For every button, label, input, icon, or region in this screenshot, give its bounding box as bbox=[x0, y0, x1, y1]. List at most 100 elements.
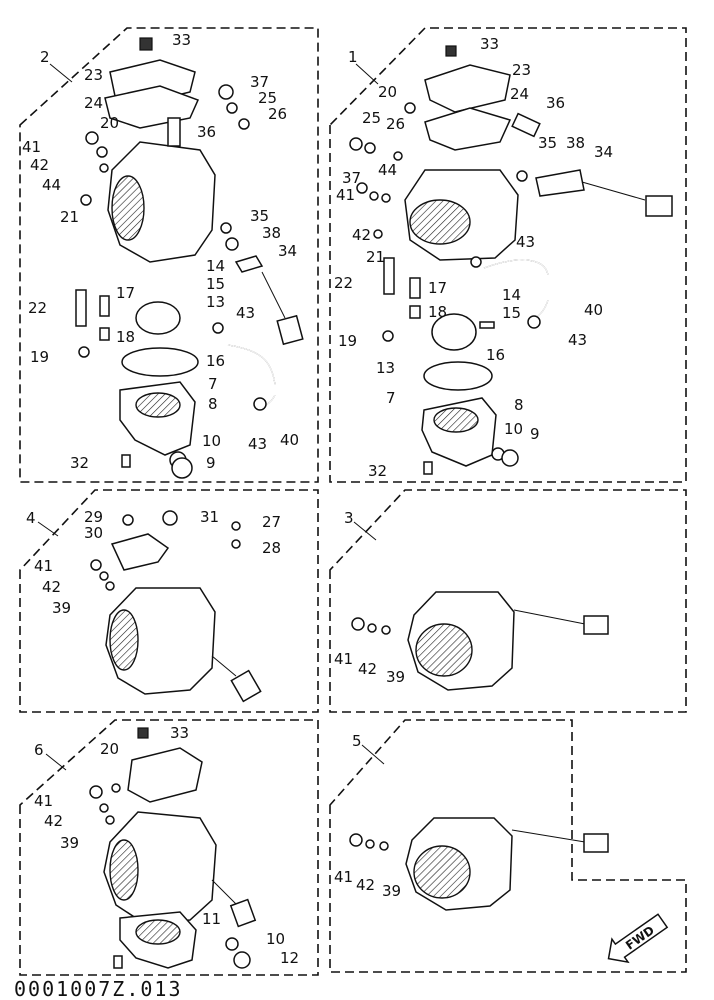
nut bbox=[382, 330, 394, 342]
label: 36 bbox=[197, 123, 216, 141]
jet bbox=[75, 289, 87, 327]
panel-6-border bbox=[19, 719, 319, 976]
panel-4-id: 4 bbox=[26, 509, 36, 527]
fitting bbox=[404, 102, 416, 114]
bracket bbox=[110, 533, 170, 571]
label: 23 bbox=[84, 66, 103, 84]
panel-1: 1 33 23 20 bbox=[329, 27, 687, 483]
label: 9 bbox=[530, 425, 540, 443]
fitting bbox=[226, 102, 238, 114]
label: 33 bbox=[172, 31, 191, 49]
label: 8 bbox=[514, 396, 524, 414]
jet bbox=[99, 327, 110, 341]
sensor-wire bbox=[211, 879, 237, 905]
label: 33 bbox=[480, 35, 499, 53]
label: 33 bbox=[170, 724, 189, 742]
fwd-arrow-shape bbox=[607, 913, 669, 964]
sensor-wire bbox=[511, 829, 586, 843]
screw bbox=[445, 45, 457, 57]
label: 22 bbox=[334, 274, 353, 292]
label: 16 bbox=[206, 352, 225, 370]
screw-36 bbox=[167, 117, 181, 147]
fwd-arrow: FWD bbox=[607, 913, 669, 964]
float bbox=[431, 313, 477, 351]
panel-1-id: 1 bbox=[348, 48, 358, 66]
label: 7 bbox=[208, 375, 218, 393]
label: 37 bbox=[342, 169, 361, 187]
float-bowl-inner bbox=[433, 407, 479, 433]
label: 42 bbox=[42, 578, 61, 596]
label: 26 bbox=[268, 105, 287, 123]
label: 41 bbox=[34, 792, 53, 810]
label: 40 bbox=[280, 431, 299, 449]
washer bbox=[99, 803, 109, 813]
label: 22 bbox=[28, 299, 47, 317]
label: 39 bbox=[60, 834, 79, 852]
carburetor-bore bbox=[111, 175, 145, 241]
sensor-wire bbox=[211, 655, 237, 677]
fitting bbox=[351, 617, 365, 631]
carburetor-body bbox=[105, 587, 216, 695]
label: 36 bbox=[546, 94, 565, 112]
connector bbox=[276, 314, 304, 346]
label: 23 bbox=[512, 61, 531, 79]
bolt bbox=[423, 461, 433, 475]
label: 10 bbox=[266, 930, 285, 948]
fitting bbox=[162, 510, 178, 526]
washer bbox=[369, 191, 379, 201]
screw bbox=[111, 783, 121, 793]
label: 41 bbox=[34, 557, 53, 575]
label: 43 bbox=[248, 435, 267, 453]
plug bbox=[501, 449, 519, 467]
float bbox=[135, 301, 181, 335]
connector bbox=[229, 898, 257, 928]
diagram-code: 0001007Z.013 bbox=[14, 977, 183, 1000]
label: 19 bbox=[338, 332, 357, 350]
label: 44 bbox=[42, 176, 61, 194]
screw bbox=[231, 521, 241, 531]
label: 7 bbox=[386, 389, 396, 407]
label: 39 bbox=[386, 668, 405, 686]
label: 43 bbox=[568, 331, 587, 349]
washer bbox=[99, 571, 109, 581]
plug bbox=[171, 457, 193, 479]
carburetor-bore bbox=[109, 839, 139, 901]
label: 44 bbox=[378, 161, 397, 179]
panel-4: 4 29 31 27 30 28 41 42 39 bbox=[19, 489, 319, 713]
washer bbox=[225, 937, 239, 951]
bolt bbox=[113, 955, 123, 969]
panel-5: 5 41 42 39 FWD bbox=[329, 719, 687, 973]
fuel-hose bbox=[227, 344, 276, 408]
sensor-wire bbox=[581, 181, 646, 201]
pin bbox=[479, 321, 495, 329]
label: 15 bbox=[502, 304, 521, 322]
fitting bbox=[349, 833, 363, 847]
label: 13 bbox=[376, 359, 395, 377]
label: 10 bbox=[202, 432, 221, 450]
label: 41 bbox=[22, 138, 41, 156]
washer bbox=[381, 625, 391, 635]
carburetor-bore bbox=[413, 845, 471, 899]
screw bbox=[139, 37, 153, 51]
jet bbox=[383, 257, 395, 295]
float-bowl-inner bbox=[135, 392, 181, 418]
o-ring bbox=[121, 347, 199, 377]
washer bbox=[379, 841, 389, 851]
fuel-hose-inner bbox=[483, 259, 549, 319]
label: 28 bbox=[262, 539, 281, 557]
label: 42 bbox=[352, 226, 371, 244]
washer bbox=[96, 146, 108, 158]
label: 42 bbox=[358, 660, 377, 678]
fitting bbox=[253, 397, 267, 411]
label: 13 bbox=[206, 293, 225, 311]
label: 24 bbox=[84, 94, 103, 112]
panel-2: 2 bbox=[19, 27, 319, 483]
panel-5-border bbox=[329, 719, 687, 973]
label: 18 bbox=[116, 328, 135, 346]
fitting bbox=[218, 84, 234, 100]
label: 30 bbox=[84, 524, 103, 542]
washer bbox=[99, 163, 109, 173]
label: 27 bbox=[262, 513, 281, 531]
washer bbox=[105, 581, 115, 591]
fitting bbox=[238, 118, 250, 130]
